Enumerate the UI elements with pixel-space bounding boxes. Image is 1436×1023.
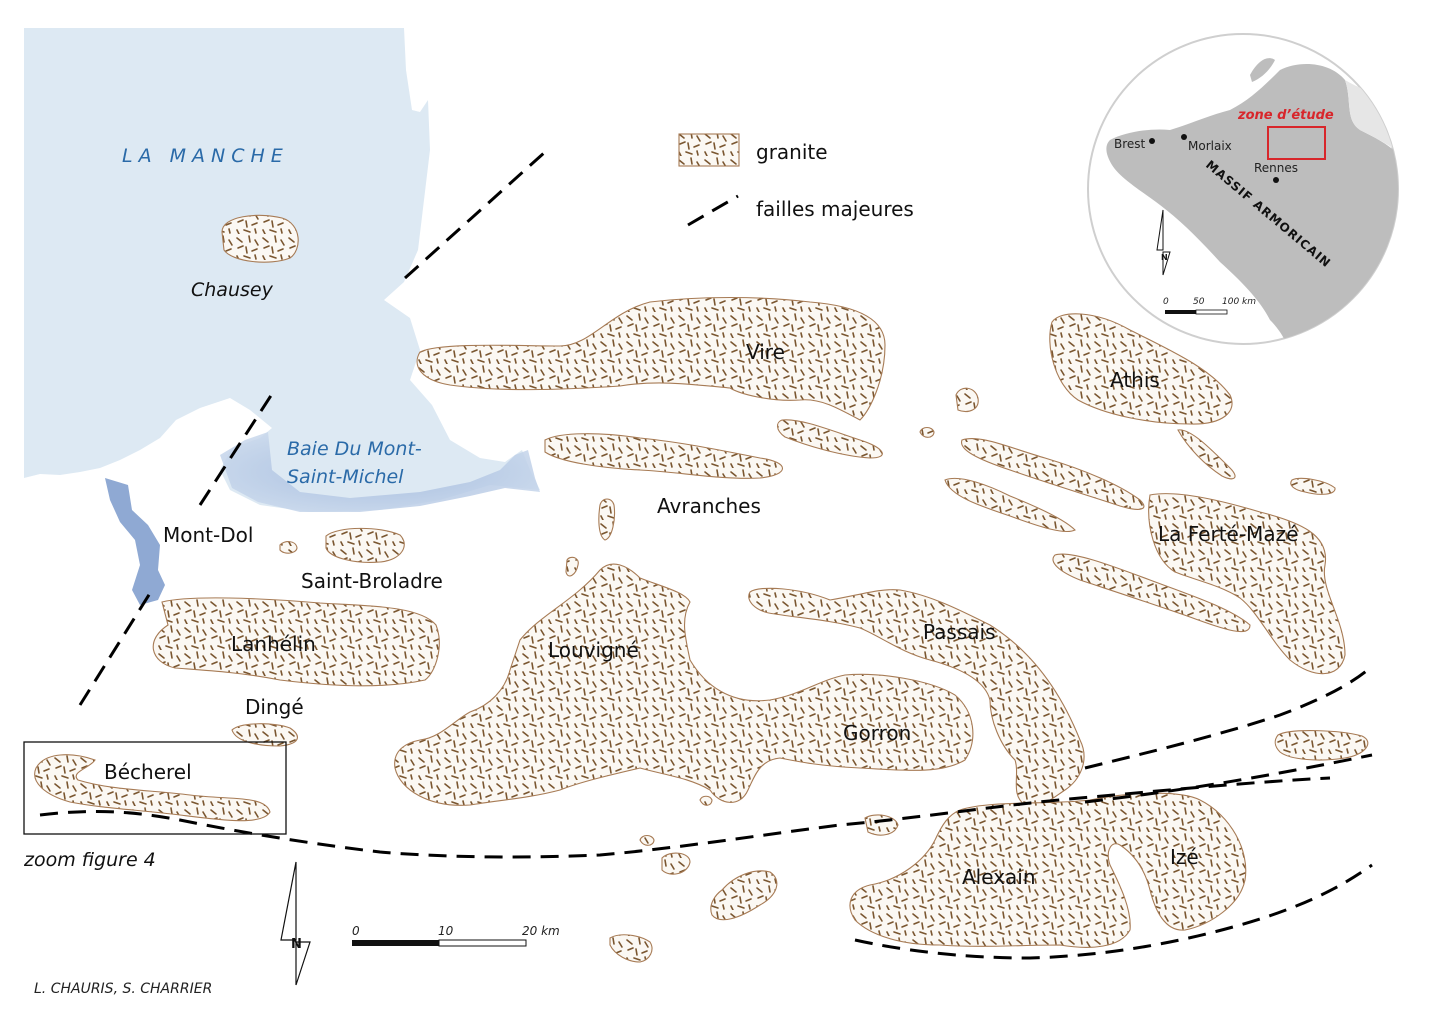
label-athis: Athis — [1110, 368, 1160, 392]
zoom-label: zoom figure 4 — [23, 849, 156, 871]
inset-north-arrow-right — [1162, 251, 1171, 276]
granite-spot-2 — [639, 834, 655, 846]
sea-label: LA MANCHE — [122, 145, 289, 167]
granite-athis — [1049, 313, 1233, 425]
inset-rennes-label: Rennes — [1254, 161, 1298, 175]
island-label: Chausey — [191, 279, 274, 301]
granite-alexain-ize — [849, 792, 1247, 948]
granite-bodies — [34, 214, 1369, 963]
bay-shade — [220, 432, 540, 512]
inset-scale-0: 0 — [1163, 297, 1169, 307]
label-vire: Vire — [746, 340, 785, 364]
north-label: N — [291, 937, 302, 952]
granite-vire — [416, 296, 886, 421]
inset-scale-white — [1195, 309, 1228, 315]
fault-north — [403, 150, 547, 280]
granite-ribbon-2 — [944, 477, 1076, 533]
granite-spot-3 — [699, 795, 713, 806]
granite-mont-dol-spot — [279, 541, 298, 554]
label-gorron: Gorron — [843, 721, 911, 745]
granite-chausey — [221, 214, 299, 263]
sea-area — [24, 28, 540, 512]
fault-south-east — [854, 863, 1373, 960]
scale-tick-20: 20 km — [522, 924, 560, 938]
scale-tick-0: 0 — [352, 924, 360, 938]
north-arrow: N — [280, 861, 311, 986]
zoom-box[interactable] — [23, 741, 287, 835]
scale-tick-10: 10 — [438, 924, 454, 938]
bay-label-line2: Saint-Michel — [287, 466, 404, 488]
inset-north-arrow-left — [1156, 209, 1164, 251]
granite-south-1 — [661, 852, 691, 875]
label-la-ferte-maze: La Ferté-Mazé — [1158, 522, 1298, 546]
inset-scale-50: 50 — [1193, 297, 1205, 307]
granite-lanhelin — [152, 597, 440, 687]
granite-becherel — [34, 754, 271, 822]
inset-rennes-dot — [1273, 177, 1279, 183]
scale-segment-white — [438, 939, 527, 947]
granite-south-2 — [710, 870, 778, 921]
inset-brest-label: Brest — [1114, 137, 1146, 151]
granite-ribbon-1 — [961, 438, 1145, 510]
legend-fault-swatch — [687, 194, 739, 227]
rance-estuary — [105, 478, 165, 605]
fault-bay — [198, 393, 274, 506]
credit: L. CHAURIS, S. CHARRIER — [34, 981, 212, 997]
granite-south-3 — [609, 934, 653, 963]
granite-athis-ribbon — [1177, 429, 1236, 480]
bay-label-line1: Baie Du Mont- — [287, 438, 422, 460]
place-labels: Mont-Dol Saint-Broladre Lanhélin Dingé B… — [104, 340, 1298, 889]
granite-spot — [919, 426, 935, 438]
inset-north-label: N — [1161, 253, 1168, 262]
inset-morlaix-label: Morlaix — [1188, 139, 1232, 153]
legend-granite-label: granite — [756, 140, 828, 164]
label-ize: Izé — [1170, 845, 1199, 869]
sea — [24, 28, 540, 605]
inset-land-east — [1345, 80, 1398, 170]
legend-granite-swatch — [678, 133, 740, 167]
fault-south-main — [39, 776, 1331, 859]
label-saint-broladre: Saint-Broladre — [301, 569, 443, 593]
scale-bar: 0 10 20 km — [352, 924, 560, 947]
inset-zone-box — [1267, 126, 1326, 160]
label-passais: Passais — [923, 620, 996, 644]
granite-alexain-spot — [864, 814, 899, 836]
granite-small-west — [565, 556, 579, 577]
fault-east-2 — [1084, 753, 1373, 804]
label-alexain: Alexain — [962, 865, 1036, 889]
label-dinge: Dingé — [245, 695, 304, 719]
major-faults — [39, 150, 1373, 960]
inset-brest-dot — [1149, 138, 1155, 144]
granite-dinge — [231, 723, 298, 747]
granite-athis-small — [955, 387, 979, 413]
granite-vire-tail — [776, 419, 883, 459]
inset-land-north — [1250, 58, 1275, 82]
inset-scale-black — [1165, 310, 1196, 314]
fault-west — [78, 589, 154, 706]
granite-ferte-maze — [1148, 493, 1346, 675]
legend-fault-label: failles majeures — [756, 197, 914, 221]
legend: granite failles majeures — [678, 133, 914, 227]
inset-morlaix-dot — [1181, 134, 1187, 140]
granite-avranches-strip — [544, 433, 783, 479]
inset-map: zone d’étude Brest Morlaix Rennes MASSIF… — [1087, 33, 1399, 345]
label-becherel: Bécherel — [104, 760, 192, 784]
label-louvigne: Louvigné — [548, 638, 639, 662]
scale-segment-black — [352, 940, 439, 946]
granite-saint-broladre — [325, 527, 405, 563]
granite-far-east — [1290, 477, 1336, 495]
north-arrow-left — [280, 861, 297, 941]
inset-scale-100: 100 km — [1222, 297, 1256, 307]
granite-east-right — [1274, 730, 1369, 761]
label-mont-dol: Mont-Dol — [163, 523, 253, 547]
north-arrow-right — [295, 941, 311, 986]
inset-zone-label: zone d’étude — [1237, 108, 1334, 123]
granite-louvigne-gorron — [394, 563, 974, 806]
granite-avranches-spot — [598, 498, 616, 541]
granite-ribbon-3 — [1052, 553, 1251, 633]
label-avranches: Avranches — [657, 494, 761, 518]
label-lanhelin: Lanhélin — [231, 632, 316, 656]
